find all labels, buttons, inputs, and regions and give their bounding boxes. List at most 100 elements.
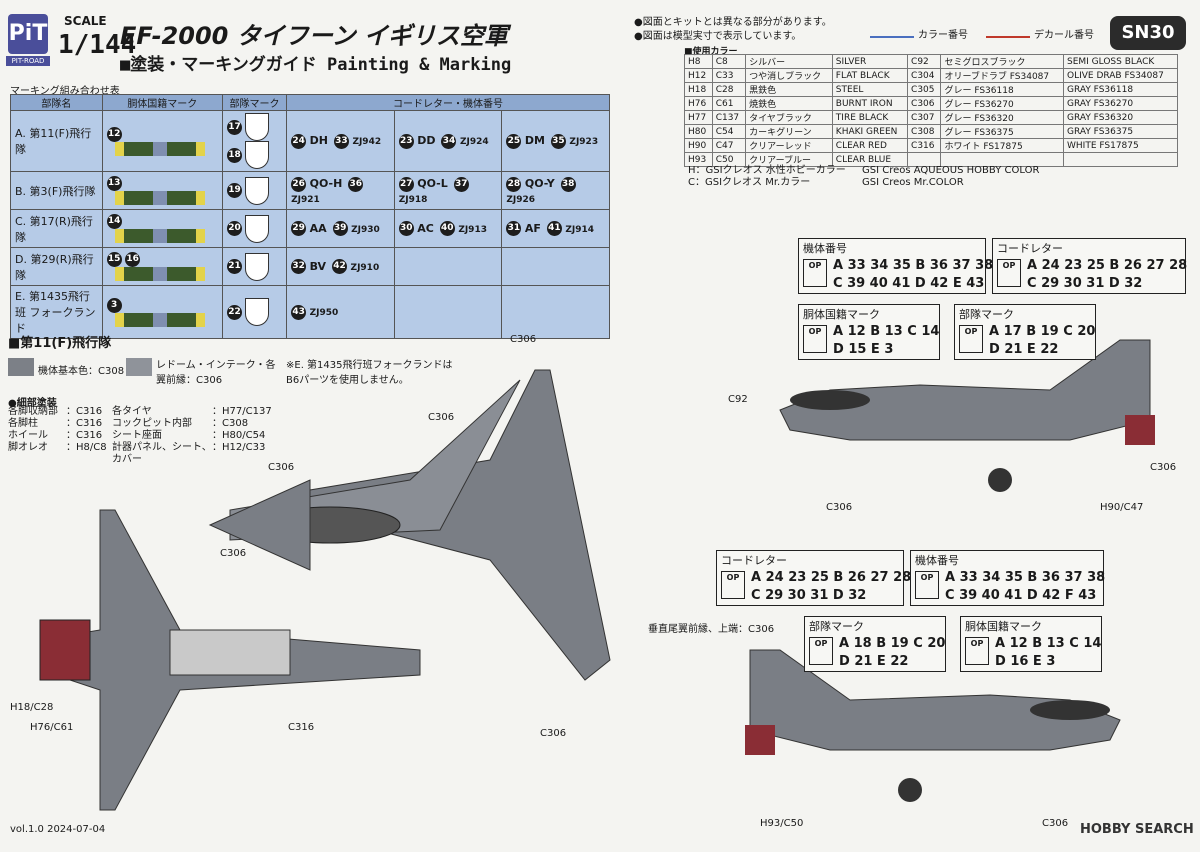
serial-number: ZJ923 (569, 137, 599, 147)
code-box-top: コードレター OP A 24 23 25 B 26 27 28 C 29 30 … (992, 238, 1187, 294)
serial-box-top: 機体番号 OP A 33 34 35 B 36 37 38 C 39 40 41… (798, 238, 993, 294)
color-cell: 焼鉄色 (745, 96, 833, 111)
label-c306-intake: C306 (220, 548, 247, 559)
colors-foot-c-en: GSI Creos Mr.COLOR (862, 177, 964, 188)
color-cell: GRAY FS36375 (1063, 124, 1178, 139)
color-cell: クリアーレッド (745, 138, 833, 153)
product-code-badge: SN30 (1110, 16, 1186, 50)
decal-number: 39 (332, 221, 348, 236)
code-letter: DH (309, 134, 328, 147)
unit-box-bottom: 部隊マーク OP A 18 B 19 C 20 D 21 E 22 (804, 616, 946, 672)
squadron-badge-icon (245, 214, 270, 243)
code-letter: AC (417, 221, 434, 235)
decal-number: 21 (226, 259, 242, 274)
decal-number: 35 (550, 133, 566, 149)
color-cell: つや消しブラック (745, 68, 833, 83)
color-cell: H18 (684, 82, 713, 97)
color-cell: C33 (711, 68, 747, 83)
base-color-swatch (8, 358, 34, 376)
detail-cell: ：C316 (66, 418, 103, 429)
color-cell: KHAKI GREEN (831, 124, 909, 139)
color-cell: セミグロスブラック (940, 54, 1064, 69)
national-cell: 13 (101, 171, 223, 210)
color-cell: CLEAR BLUE (831, 152, 909, 167)
color-cell: グレー FS36118 (940, 82, 1064, 97)
code-cell: 25 DM 35 ZJ923 (501, 110, 610, 172)
squadron-badge-icon (245, 113, 270, 141)
squadron-badge-icon (245, 252, 270, 281)
serial-box-bottom: 機体番号 OP A 33 34 35 B 36 37 38 C 39 40 41… (910, 550, 1105, 606)
empty-cell (393, 247, 503, 286)
page-subtitle: ■塗装・マーキングガイド Painting & Marking (120, 55, 512, 75)
label-c306-wing: C306 (428, 412, 455, 423)
detail-cell: コックピット内部 (112, 418, 192, 429)
op-icon: OP (997, 259, 1021, 287)
detail-cell: ：H12/C33 (212, 442, 266, 453)
code-cell: 43 ZJ950 (286, 285, 395, 339)
code-box-bottom-row1: A 24 23 25 B 26 27 28 (751, 570, 912, 585)
unit-name: C. 第17(R)飛行隊 (10, 209, 103, 248)
decal-number: 13 (106, 176, 122, 191)
unit-box-bottom-row2: D 21 E 22 (839, 654, 909, 669)
color-cell: H12 (684, 68, 713, 83)
color-cell: FLAT BLACK (831, 68, 909, 83)
color-cell: H76 (684, 96, 713, 111)
color-cell: C92 (907, 54, 942, 69)
color-cell: クリアーブルー (745, 152, 833, 167)
national-cell: 15 16 (101, 247, 223, 286)
scale-label: SCALE (64, 14, 107, 28)
decal-number: 37 (453, 176, 469, 192)
color-cell: SEMI GLOSS BLACK (1063, 54, 1178, 69)
colors-foot-h-en: GSI Creos AQUEOUS HOBBY COLOR (862, 165, 1040, 176)
unit-box-top-row2: D 21 E 22 (989, 342, 1059, 357)
roundel-icon (114, 141, 205, 156)
label-h93: H93/C50 (760, 818, 804, 829)
label-c306-side-bottom: C306 (1042, 818, 1069, 829)
color-cell: カーキグリーン (745, 124, 833, 139)
legend-decal-label: デカール番号 (1034, 30, 1094, 41)
serial-box-top-title: 機体番号 (803, 242, 847, 255)
detail-cell: ：C316 (66, 430, 103, 441)
op-icon: OP (809, 637, 833, 665)
roundel-icon (114, 229, 205, 243)
decal-number: 27 (398, 176, 414, 192)
serial-number: ZJ926 (506, 194, 536, 205)
squadron-badge-icon (245, 176, 270, 205)
badge-cell: 17 18 (221, 110, 288, 172)
decal-number: 12 (106, 126, 122, 142)
code-box-bottom-title: コードレター (721, 554, 787, 567)
decal-number: 40 (439, 221, 455, 236)
color-cell: C308 (907, 124, 942, 139)
marking-table-caption: マーキング組み合わせ表 (10, 86, 120, 97)
watermark: HOBBY SEARCH (1080, 822, 1194, 837)
decal-number: 25 (506, 133, 522, 149)
label-c306-side: C306 (826, 502, 853, 513)
decal-number: 18 (226, 147, 242, 163)
unit-name: E. 第1435飛行班 フォークランド (10, 285, 103, 339)
national-box-bottom-row1: A 12 B 13 C 14 (995, 636, 1102, 651)
brand-logo: PiT (8, 14, 48, 54)
col-unit: 部隊名 (10, 94, 103, 111)
color-cell: ホワイト FS17875 (940, 138, 1064, 153)
radome-label: レドーム・インテーク・各翼前縁：C306 (156, 360, 276, 386)
serial-number: ZJ942 (352, 137, 382, 147)
serial-box-top-row1: A 33 34 35 B 36 37 38 (833, 258, 994, 273)
page-title: EF-2000 タイフーン イギリス空軍 (120, 22, 508, 50)
color-cell: グレー FS36375 (940, 124, 1064, 139)
bottom-view-aircraft (39, 509, 421, 811)
code-letter: DM (524, 134, 545, 147)
label-h76: H76/C61 (30, 722, 74, 733)
decal-number: 33 (333, 133, 349, 149)
op-icon: OP (803, 259, 827, 287)
serial-number: ZJ924 (459, 137, 489, 147)
